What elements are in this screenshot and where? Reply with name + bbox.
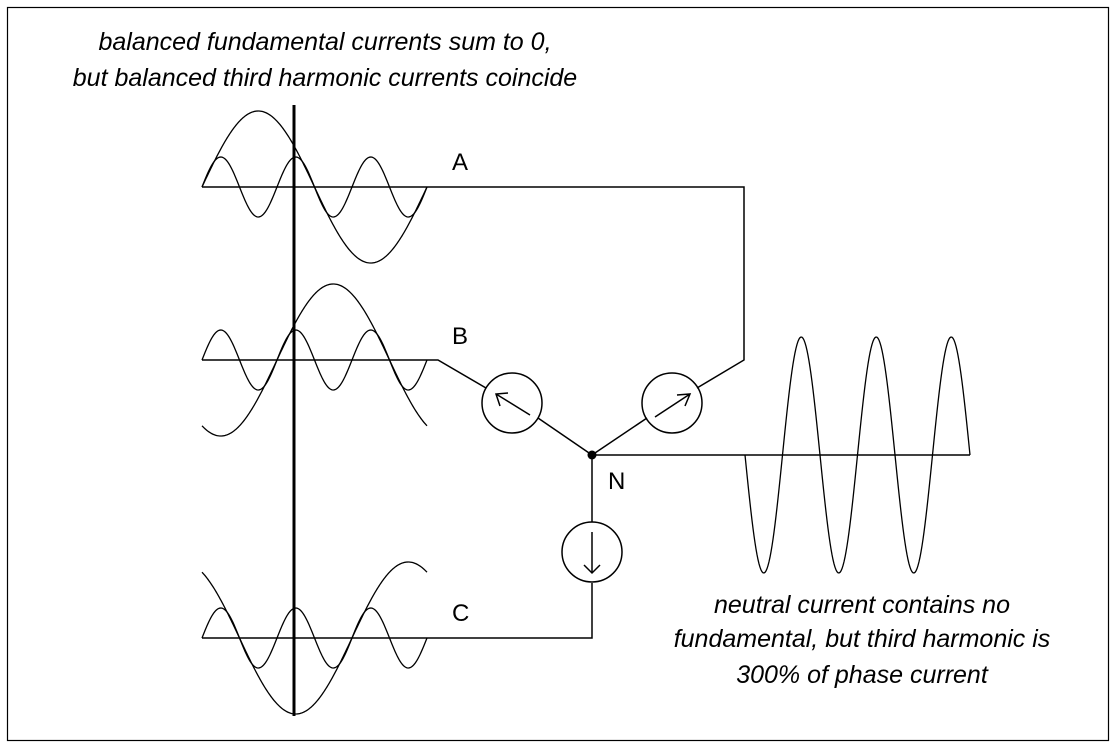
current-source-a [641,372,703,434]
current-source-b [481,372,543,434]
top-caption-line-1: balanced fundamental currents sum to 0, [98,28,551,56]
label-phase-c: C [452,600,469,627]
bottom-caption-line-2: fundamental, but third harmonic is [674,625,1051,653]
phase-a-wire-to-n [591,417,648,456]
frame-border [6,6,1110,742]
bottom-caption-line-1: neutral current contains no [714,591,1010,619]
bottom-caption-line-3: 300% of phase current [736,661,989,689]
label-phase-b: B [452,323,468,350]
top-caption-line-2: but balanced third harmonic currents coi… [73,64,577,92]
current-source-c [561,521,623,583]
label-phase-a: A [452,149,468,176]
wye-circuit [202,186,970,639]
phase-a-wire [202,186,745,389]
phase-b-wire [202,359,487,389]
phase-b-wire-to-n [537,417,593,456]
phase-c-wire [202,583,593,639]
label-neutral: N [608,468,625,495]
neutral-node [587,450,597,460]
